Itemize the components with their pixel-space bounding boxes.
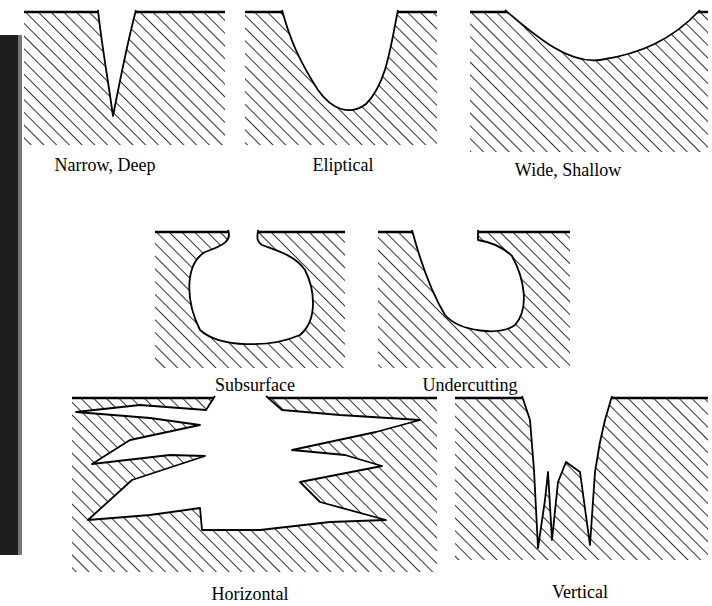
pit-type-label: Subsurface [215, 375, 295, 395]
narrow-deep-pit [98, 10, 136, 116]
elliptical-pit [282, 10, 398, 110]
subsurface-pit [189, 230, 313, 344]
pit-type-label: Narrow, Deep [55, 155, 156, 175]
undercutting-pit [412, 230, 524, 331]
vertical-pit [522, 396, 612, 548]
pit-type-label: Vertical [552, 582, 608, 602]
wide-shallow-pit [505, 10, 700, 60]
horizontal-pit [76, 396, 420, 530]
pits [76, 10, 700, 548]
pit-type-label: Wide, Shallow [515, 160, 621, 180]
pit-type-label: Eliptical [313, 155, 374, 175]
pit-type-label: Horizontal [212, 584, 289, 604]
dark-strip [0, 35, 18, 555]
pit-type-label: Undercutting [423, 375, 518, 395]
dark-strip-edge [18, 35, 22, 555]
